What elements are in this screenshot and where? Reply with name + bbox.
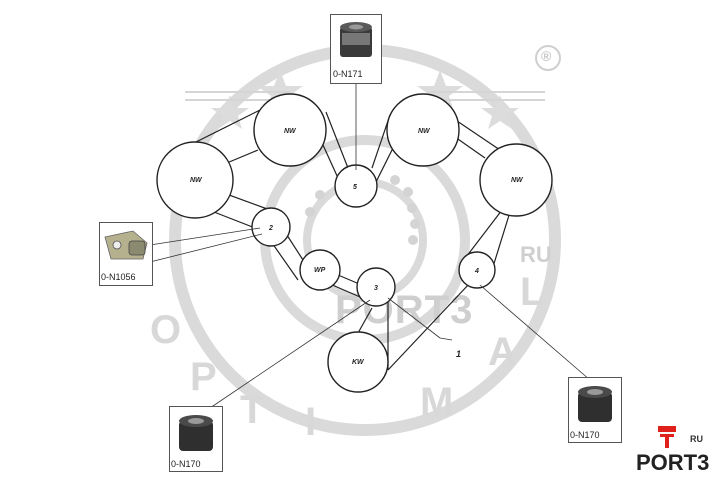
watermark-letter-i: I xyxy=(305,400,317,444)
pulley-4 xyxy=(458,251,496,289)
pulley-label-wp: WP xyxy=(314,267,326,274)
tensioner-pulley-icon xyxy=(340,22,372,57)
watermark-letter-a: A xyxy=(488,330,517,374)
part-box-top: 0-N171 xyxy=(330,14,382,84)
pulley-nw-left xyxy=(156,141,234,219)
pulley-labels: NW NW NW NW 5 2 WP 3 4 KW 1 xyxy=(190,128,524,366)
pulley-label-4: 4 xyxy=(474,268,479,275)
registered-mark-ring xyxy=(535,45,561,71)
pulley-label-nw-left: NW xyxy=(190,177,203,184)
pulley-kw xyxy=(327,331,389,393)
pulley-label-2: 2 xyxy=(268,225,273,232)
leader-lines xyxy=(149,82,591,409)
part-label-right: 0-N170 xyxy=(570,430,600,440)
pulley-label-3: 3 xyxy=(374,285,378,292)
watermark-bolt-holes xyxy=(305,175,420,245)
tensioner-bracket-icon xyxy=(104,230,148,260)
belt-path xyxy=(195,95,511,371)
part-label-bottom-left: 0-N170 xyxy=(171,459,201,469)
part-box-bottom-left: 0-N170 xyxy=(169,406,223,472)
watermark-letter-p: P xyxy=(190,355,217,399)
idler-pulley-icon-right xyxy=(578,386,612,422)
watermark-letter-l: L xyxy=(520,270,545,314)
pulley-2 xyxy=(251,207,291,247)
watermark-port3-ru: RU xyxy=(520,242,552,267)
watermark-letter-o: O xyxy=(150,308,182,352)
pulley-nw-right xyxy=(479,143,553,217)
idler-pulley-icon xyxy=(179,415,213,451)
watermark-letter-m: M xyxy=(420,380,454,424)
part-label-left: 0-N1056 xyxy=(101,272,136,282)
pulleys xyxy=(156,93,553,393)
pulley-label-nw-top-right: NW xyxy=(418,128,431,135)
part-box-right: 0-N170 xyxy=(568,377,622,443)
piston-icon xyxy=(658,426,676,448)
logo-ru: RU xyxy=(690,434,703,444)
registered-mark: ® xyxy=(541,48,552,64)
port3-logo: RU PORT3 xyxy=(630,424,715,480)
logo-port3: PORT3 xyxy=(636,450,710,475)
pulley-label-kw: KW xyxy=(352,359,365,366)
part-label-top: 0-N171 xyxy=(333,69,363,79)
pulley-label-nw-top-left: NW xyxy=(284,128,297,135)
pulley-3 xyxy=(356,267,396,307)
pulley-wp xyxy=(299,249,341,291)
pulley-nw-top-left xyxy=(253,93,327,167)
pulley-label-5: 5 xyxy=(353,184,357,191)
pulley-label-nw-right: NW xyxy=(511,177,524,184)
part-box-left: 0-N1056 xyxy=(99,222,153,286)
watermark-letter-t: T xyxy=(240,388,265,432)
pulley-nw-top-right xyxy=(386,93,460,167)
belt-label: 1 xyxy=(456,349,461,359)
